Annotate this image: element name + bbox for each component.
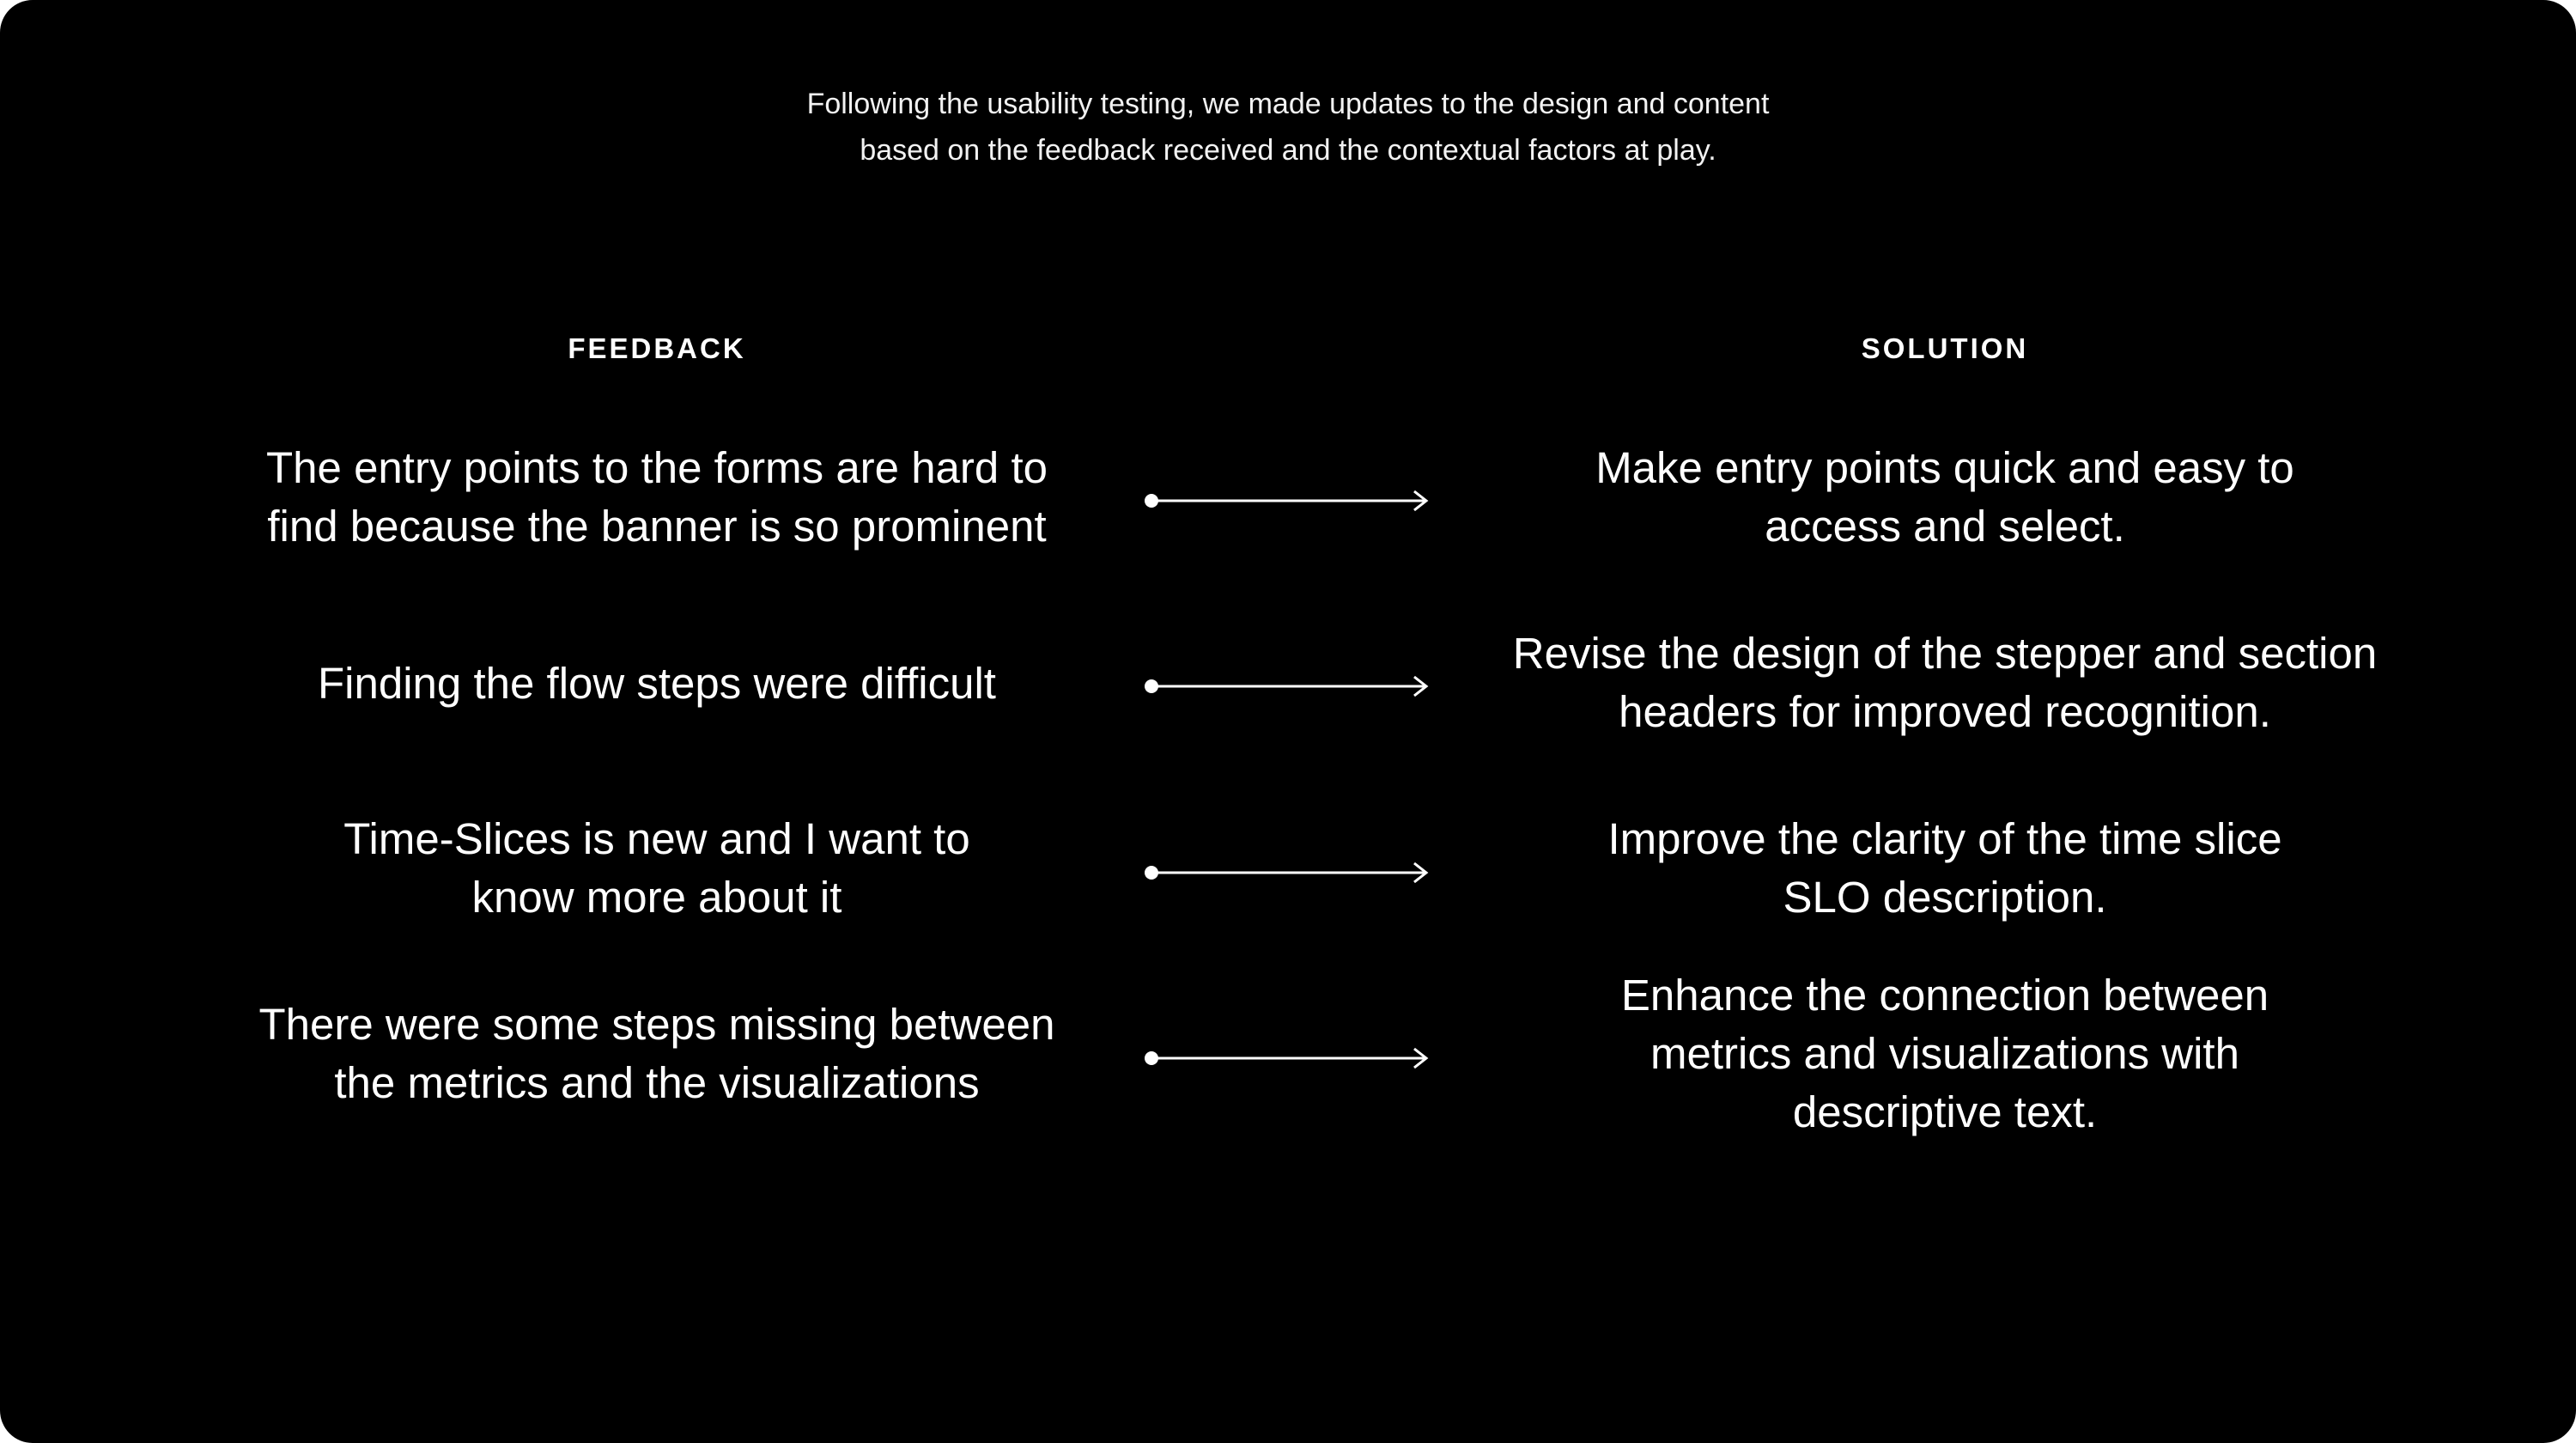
intro-line: based on the feedback received and the c…: [860, 134, 1716, 167]
feedback-line: find because the banner is so prominent: [267, 502, 1047, 551]
feedback-item: There were some steps missing between th…: [185, 995, 1129, 1112]
feedback-line: There were some steps missing between: [258, 1000, 1055, 1049]
solution-line: Make entry points quick and easy to: [1595, 443, 2294, 492]
feedback-item: Finding the flow steps were difficult: [185, 655, 1129, 713]
solution-line: access and select.: [1765, 502, 2125, 551]
arrow-right-icon: [1145, 675, 1429, 697]
solution-line: SLO description.: [1783, 873, 2107, 922]
arrow-right-icon: [1145, 490, 1429, 512]
intro-line: Following the usability testing, we made…: [806, 88, 1770, 120]
feedback-item: The entry points to the forms are hard t…: [185, 439, 1129, 556]
feedback-line: Finding the flow steps were difficult: [318, 659, 996, 708]
solution-line: Enhance the connection between: [1620, 971, 2269, 1020]
solution-line: Improve the clarity of the time slice: [1607, 814, 2282, 863]
solution-item: Make entry points quick and easy to acce…: [1473, 439, 2417, 556]
feedback-line: know more about it: [471, 873, 842, 922]
arrow-right-icon: [1145, 862, 1429, 884]
feedback-item: Time-Slices is new and I want to know mo…: [185, 810, 1129, 927]
feedback-header: FEEDBACK: [568, 332, 746, 364]
solution-line: headers for improved recognition.: [1619, 687, 2271, 736]
solution-header: SOLUTION: [1861, 332, 2029, 364]
feedback-line: Time-Slices is new and I want to: [343, 814, 970, 863]
intro-text: Following the usability testing, we made…: [429, 81, 2147, 174]
solution-line: metrics and visualizations with: [1650, 1029, 2239, 1078]
arrow-right-icon: [1145, 1047, 1429, 1069]
solution-line: descriptive text.: [1792, 1087, 2098, 1136]
solution-item: Enhance the connection between metrics a…: [1473, 966, 2417, 1142]
feedback-line: the metrics and the visualizations: [334, 1058, 980, 1107]
solution-item: Revise the design of the stepper and sec…: [1473, 624, 2417, 741]
solution-item: Improve the clarity of the time slice SL…: [1473, 810, 2417, 927]
solution-line: Revise the design of the stepper and sec…: [1512, 629, 2378, 678]
feedback-line: The entry points to the forms are hard t…: [266, 443, 1048, 492]
